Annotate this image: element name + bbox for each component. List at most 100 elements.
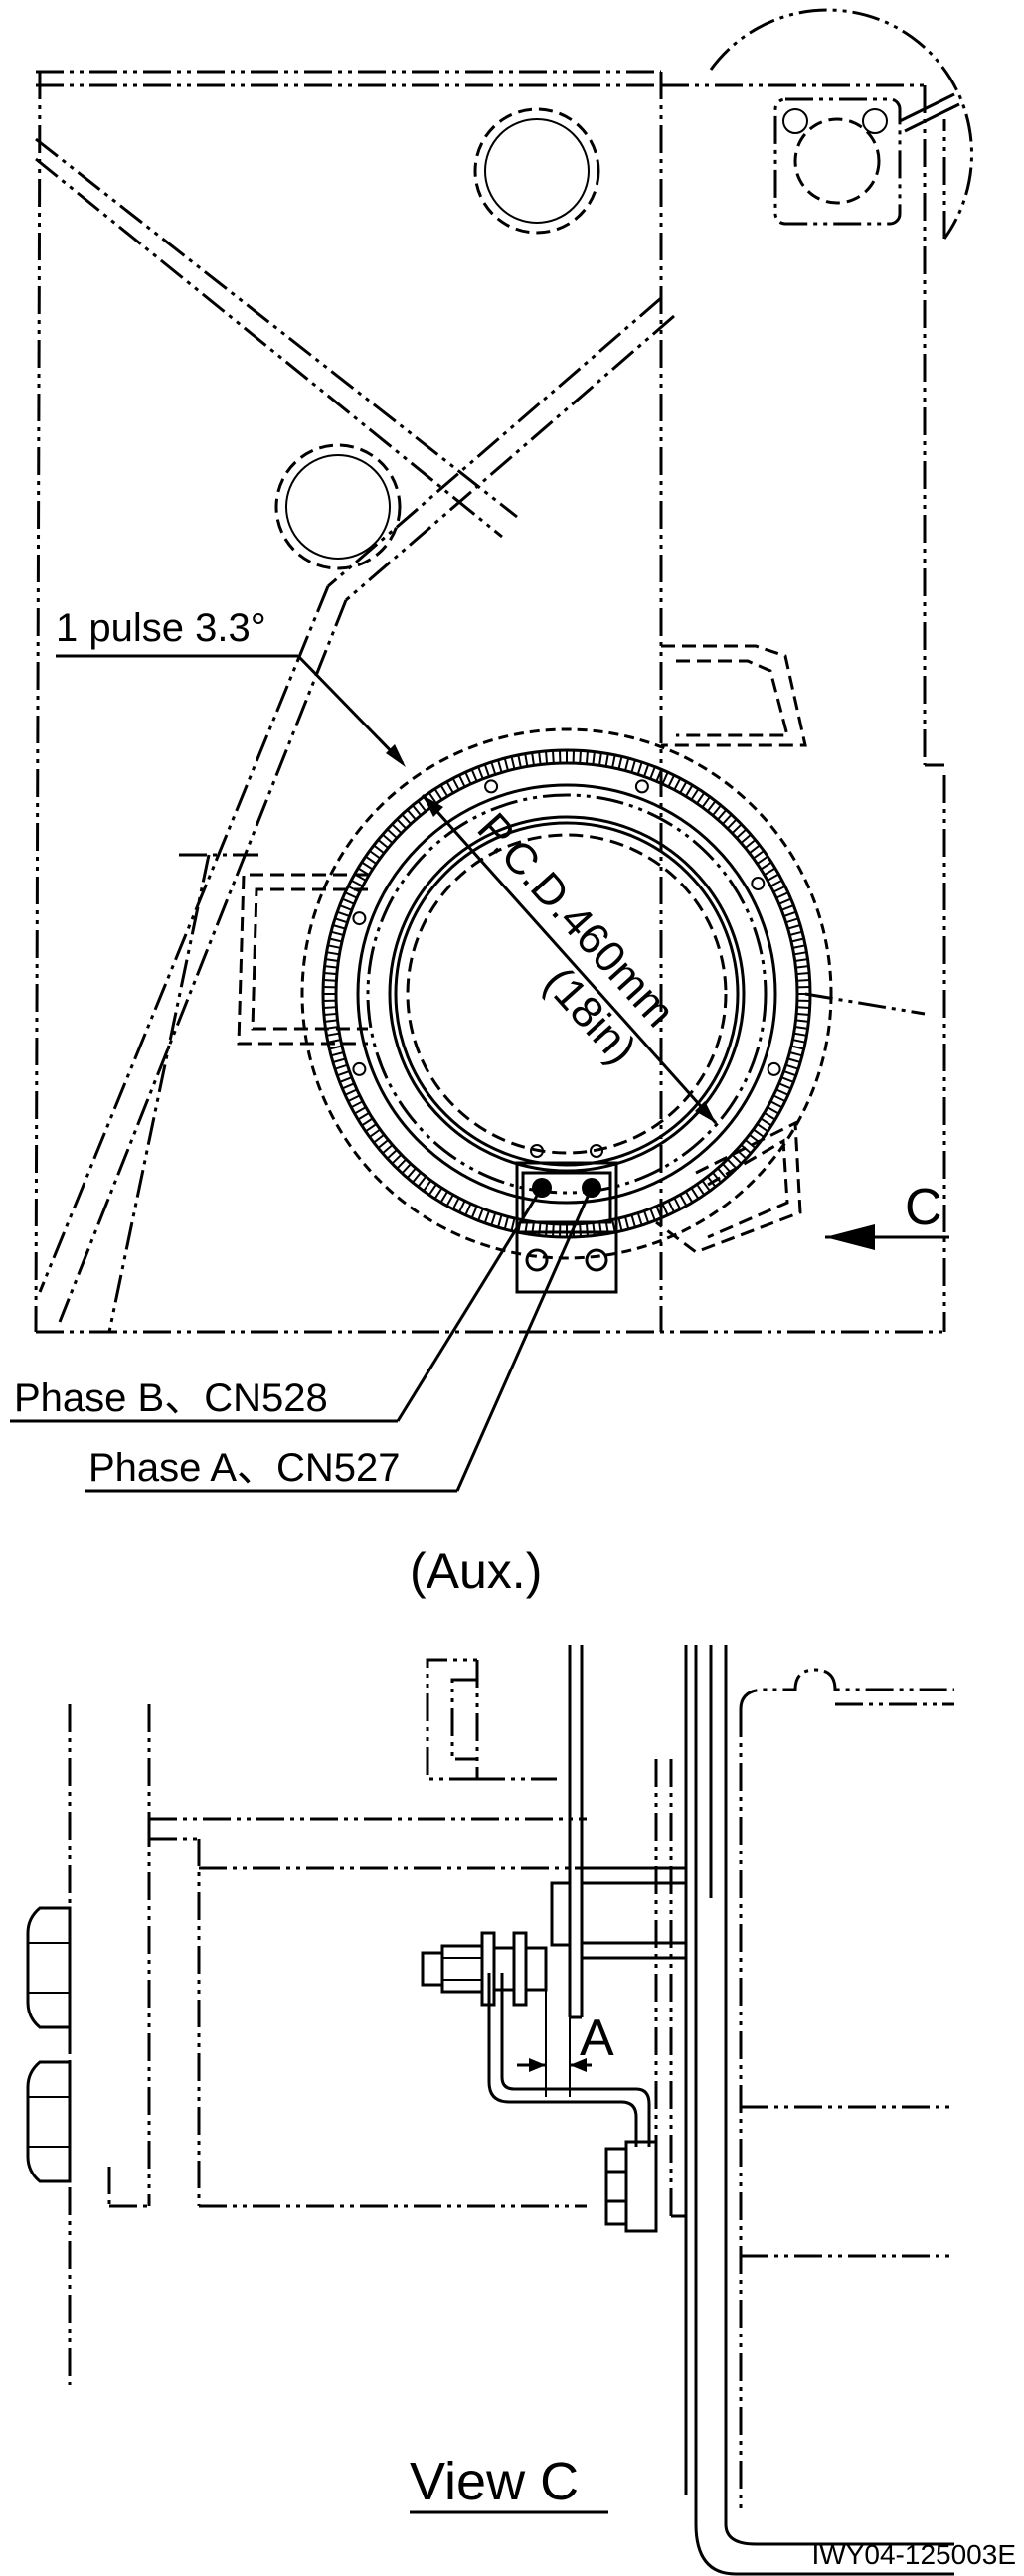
gear-tooth [792, 951, 808, 963]
view-c-caption: View C [410, 2452, 579, 2511]
gear-tooth [711, 1166, 728, 1184]
gear-tooth [545, 750, 555, 765]
gear-tooth [503, 756, 516, 772]
aux-caption: (Aux.) [410, 1543, 542, 1599]
gear-tooth [412, 1171, 427, 1188]
gear-tooth [791, 1032, 807, 1044]
gear-tooth [585, 750, 596, 766]
gear-tooth [678, 1190, 694, 1207]
view-c-arrowhead [825, 1224, 875, 1250]
gear-tooth [690, 1183, 706, 1200]
gear-tooth [386, 823, 404, 840]
ring-brackets [237, 644, 926, 1254]
gear-tooth [726, 818, 743, 835]
gear-tooth [559, 750, 568, 765]
gear-tooth [357, 1111, 375, 1127]
pcd-dimension [421, 794, 718, 1124]
gear-tooth [756, 1117, 772, 1133]
figure-id: IWY04-125003E [812, 2539, 1016, 2570]
gear-tooth [483, 1209, 497, 1226]
gear-tooth [794, 965, 810, 976]
gear-tooth [406, 804, 423, 822]
ring-bolt [767, 1061, 781, 1076]
gear-tooth [350, 1099, 368, 1115]
gear-tooth [706, 800, 722, 817]
gear-tooth [354, 867, 371, 883]
diagonal-plate [35, 137, 675, 1333]
outer-frame [34, 70, 946, 1334]
gear-tooth [610, 754, 623, 771]
gear-tooth [531, 751, 542, 767]
gear-tooth [763, 1105, 779, 1121]
gear-tooth [768, 1094, 786, 1109]
gear-tooth [433, 1186, 449, 1204]
gear-tooth [623, 757, 636, 774]
pulse-leader [296, 654, 405, 765]
gear-tooth [344, 1088, 362, 1102]
gear-tooth [347, 879, 365, 893]
gear-tooth [701, 1175, 717, 1192]
ring-bolt [751, 877, 766, 890]
pulse-arrowhead [386, 744, 406, 767]
gear-tooth [795, 993, 810, 1002]
gear-tooth [793, 1019, 809, 1030]
ring-bolt [484, 779, 499, 794]
gear-tooth [323, 986, 338, 995]
gear-tooth [744, 839, 761, 855]
gear-tooth [427, 788, 443, 805]
gear-tooth [766, 873, 783, 888]
hole-upper [473, 107, 600, 235]
gear-tooth [458, 1199, 472, 1216]
phase-b-label: Phase B、CN528 [14, 1376, 328, 1420]
view-c-arrow-label: C [905, 1179, 942, 1236]
gear-tooth [517, 753, 529, 769]
gear-tooth [786, 924, 803, 937]
hole-middle [274, 443, 402, 570]
gear-teeth [323, 750, 810, 1237]
gear-tooth [451, 774, 466, 792]
lower-spacer [624, 2140, 658, 2233]
gap-label: A [580, 2010, 614, 2067]
gear-tooth [324, 958, 340, 969]
gear-tooth [572, 750, 582, 765]
gear-tooth [636, 761, 650, 778]
gear-tooth [334, 1063, 351, 1077]
gear-tooth [779, 1069, 797, 1083]
gear-tooth [684, 784, 700, 802]
gear-tooth [748, 1128, 765, 1144]
gear-tooth [369, 844, 386, 860]
gear-tooth [330, 1050, 347, 1063]
gear-tooth [373, 1133, 390, 1149]
left-hex-nuts [26, 1906, 72, 2183]
gear-tooth [667, 1196, 682, 1213]
phase-a-leader [455, 1187, 594, 1492]
gear-tooth [423, 1179, 438, 1196]
gear-tooth [782, 910, 799, 924]
gear-tooth [789, 937, 806, 950]
gear-tooth [325, 1025, 341, 1037]
gear-tooth [597, 752, 609, 768]
gear-tooth [323, 999, 338, 1009]
gear-tooth [323, 1012, 339, 1023]
gear-tooth [445, 1193, 461, 1210]
gear-tooth [341, 891, 359, 906]
gear-tooth [716, 809, 733, 826]
hole-middle-inner [285, 454, 391, 560]
gear-tooth [672, 777, 688, 795]
gear-tooth [329, 930, 345, 943]
upper-spacer [580, 1866, 688, 1960]
gear-tooth [332, 917, 349, 930]
gear-tooth [774, 1081, 792, 1096]
gear-tooth [721, 1157, 738, 1175]
gear-tooth [771, 886, 789, 899]
gear-tooth [552, 1222, 562, 1237]
gear-tooth [788, 1045, 804, 1057]
gear-tooth [642, 1207, 656, 1224]
gear-tooth [795, 1006, 810, 1016]
gear-tooth [735, 828, 752, 845]
sensor-z-bracket [487, 1973, 638, 2147]
gear-tooth [617, 1215, 630, 1231]
gear-tooth [661, 771, 675, 789]
gear-tooth [752, 850, 768, 866]
